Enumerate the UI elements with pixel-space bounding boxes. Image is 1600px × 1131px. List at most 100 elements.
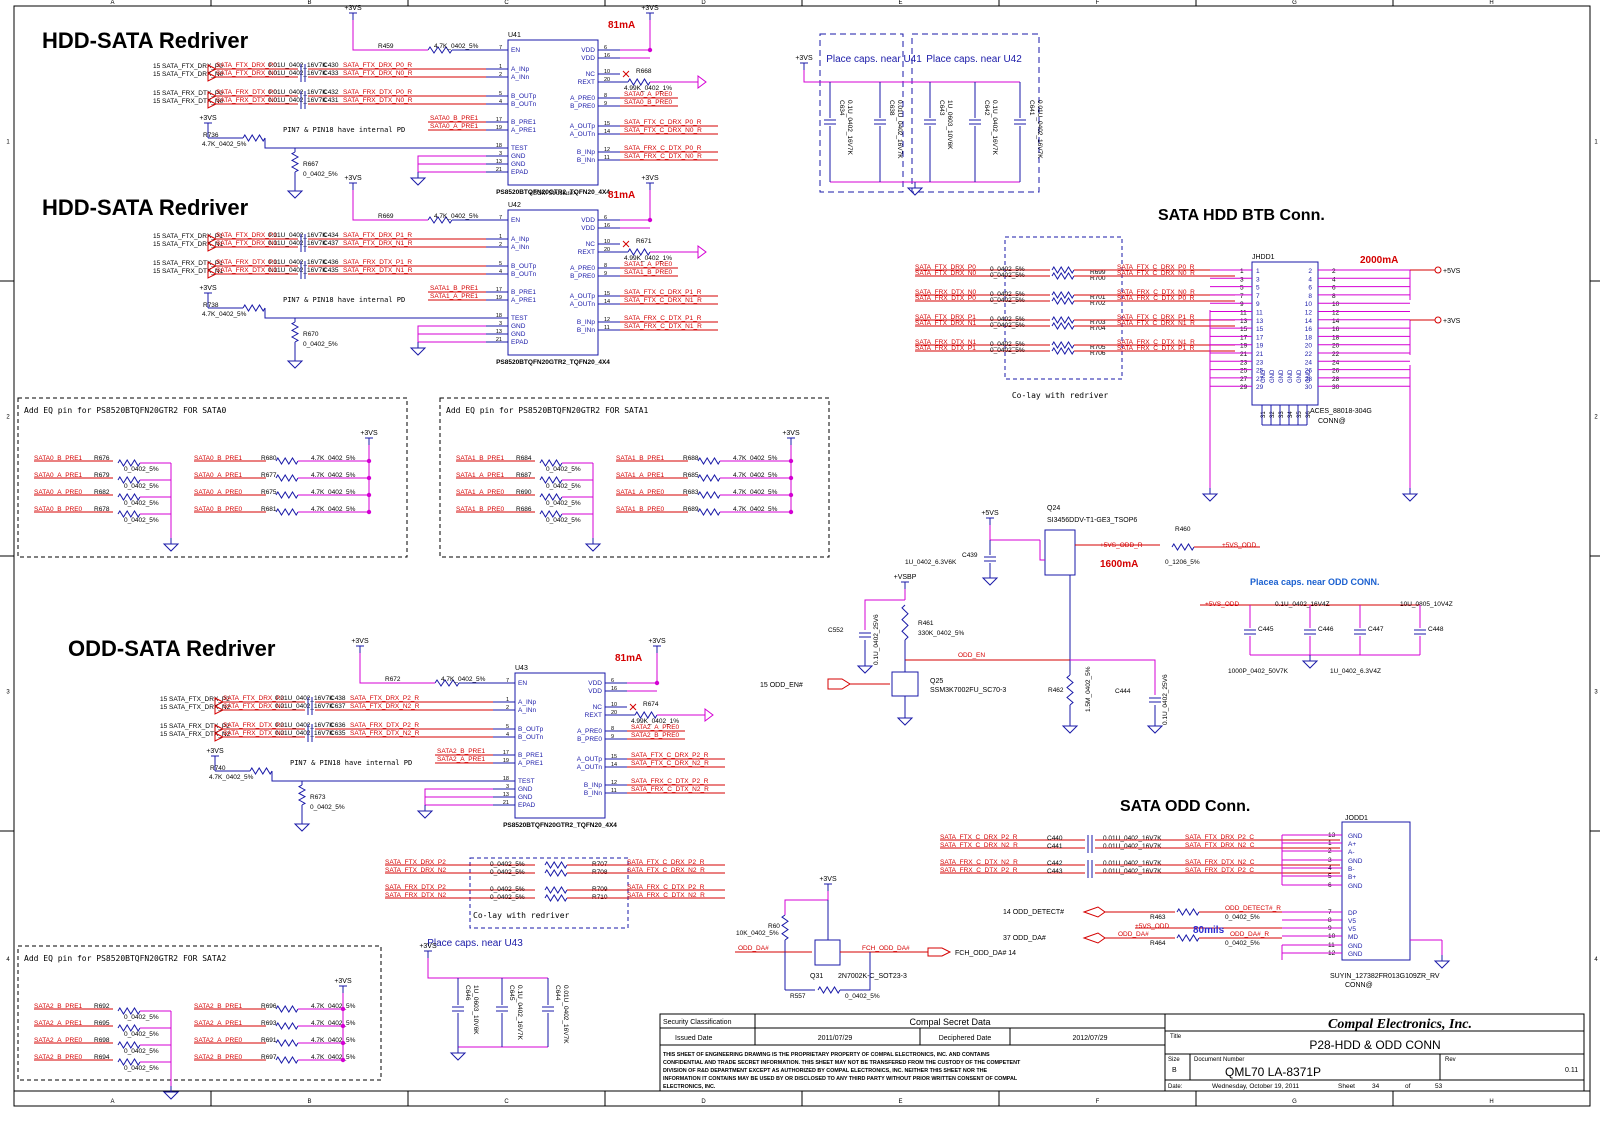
- net-label: SATA_FRX_DTX_P1: [915, 345, 976, 352]
- capacitor-ref: C641: [1028, 100, 1035, 116]
- net-label: SATA0_A_PRE1: [194, 472, 243, 479]
- connector-pin-inner: 14: [1305, 318, 1313, 325]
- capacitor-ref: C444: [1115, 688, 1131, 695]
- chip-pin-name: A_INp: [518, 699, 536, 706]
- connector-ref: JODD1: [1345, 815, 1368, 822]
- capacitor-ref: C646: [464, 985, 471, 1001]
- chip-pin-name: B_PRE1: [511, 119, 536, 126]
- net-label: SATA1_A_PRE0: [616, 489, 665, 496]
- connector-pin: 2: [1332, 268, 1336, 275]
- connector-pin: 35: [1297, 411, 1303, 418]
- nc-x: [629, 703, 637, 711]
- resistor-body: [781, 914, 789, 941]
- junction-dot: [788, 475, 794, 481]
- chip-pin-number: 4: [499, 269, 502, 275]
- border-col-label: A: [110, 0, 114, 6]
- input-net-label: 15 SATA_FTX_DRX_N2: [160, 704, 231, 711]
- resistor-ref: R704: [1090, 325, 1106, 332]
- resistor-body: [1066, 674, 1074, 706]
- net-label: SATA1_B_PRE0: [456, 506, 505, 513]
- net-label: SATA0_A_PRE0: [34, 489, 83, 496]
- bom-note: <BOM Structure>: [530, 191, 577, 197]
- power-label: +3VS: [782, 430, 800, 437]
- chip-pin-number: 14: [611, 762, 617, 768]
- capacitor-value: 0.01U_0402_16V7K: [275, 722, 334, 729]
- connector-pin-inner: 29: [1256, 384, 1264, 391]
- connector-pin: 19: [1240, 343, 1248, 350]
- ground-symbol: [981, 577, 999, 586]
- border-col-label: A: [110, 1099, 114, 1105]
- border-col-label: B: [307, 1099, 311, 1105]
- net-label: SATA2_B_PRE1: [34, 1003, 83, 1010]
- chip-pin-number: 6: [611, 678, 614, 684]
- resistor-value: 0_0402_5%: [124, 500, 159, 507]
- chip-pin-name: A_PRE1: [511, 297, 536, 304]
- net-label: ODD_DA#: [1118, 931, 1149, 938]
- connector-pin-inner: 13: [1256, 318, 1264, 325]
- resistor-body: [634, 711, 658, 719]
- resistor-ref: R671: [636, 238, 652, 245]
- section-title: HDD-SATA Redriver: [42, 28, 249, 53]
- chip-pin-number: 3: [499, 321, 502, 327]
- chip-pin-number: 1: [499, 234, 502, 240]
- chip-pin-number: 8: [604, 93, 607, 99]
- connector-pin-inner: 5: [1256, 285, 1260, 292]
- capacitor-ref: C436: [323, 259, 339, 266]
- resistor-value: 4.7K_0402_5%: [202, 141, 247, 148]
- capacitor-value: 0.01U_0402_16V7K: [1103, 843, 1162, 850]
- chip-pin-number: 8: [604, 263, 607, 269]
- net-label: SATA_FTX_DRX_N1_R: [343, 240, 413, 247]
- connector-pin: 18: [1332, 334, 1340, 341]
- ground-symbol: [896, 717, 914, 726]
- junction-dot: [366, 509, 372, 515]
- chip-pin-name: A_OUTp: [577, 756, 603, 763]
- chip-pin-number: 21: [503, 800, 509, 806]
- gnd-wire: [417, 325, 486, 342]
- capacitor-value: 0.01U_0402_16V7K: [1103, 835, 1162, 842]
- connector-pin-inner: 16: [1305, 326, 1313, 333]
- net-label: SATA_FRX_DTX_P2: [223, 722, 284, 729]
- resistor-body: [544, 886, 568, 894]
- resistor-body: [275, 1056, 299, 1064]
- tb-label: Rev: [1445, 1057, 1456, 1063]
- chip-pin-number: 1: [499, 64, 502, 70]
- net-label: SATA_FTX_DRX_P1: [216, 232, 277, 239]
- ground-symbol: [409, 347, 427, 356]
- power-port: [1434, 266, 1442, 274]
- capacitor-ref: C445: [1258, 626, 1274, 633]
- test-wire: [264, 138, 486, 149]
- net-label: SATA_FTX_C_DRX_P1_R: [624, 289, 702, 296]
- net-label: SATA_FRX_DTX_P2: [385, 884, 446, 891]
- resistor-value: 4.7K_0402_5%: [311, 1037, 356, 1044]
- placement-note: Place caps. near U42: [926, 54, 1022, 65]
- power-label: +3VS: [351, 638, 369, 645]
- resistor-body: [117, 1007, 141, 1015]
- resistor-ref: R679: [94, 472, 110, 479]
- chip-pin-number: 7: [506, 678, 509, 684]
- resistor-value: 4.7K_0402_5%: [733, 506, 778, 513]
- resistor-ref: R698: [94, 1037, 110, 1044]
- resistor-value: 4.7K_0402_5%: [434, 213, 479, 220]
- resistor-body: [427, 46, 453, 54]
- net-label: SATA_FTX_DRX_P2: [223, 695, 284, 702]
- resistor-value: 0_0402_5%: [990, 297, 1025, 304]
- connector-pin: 27: [1240, 376, 1248, 383]
- ground-symbol: [449, 1052, 467, 1061]
- wire: [864, 599, 905, 630]
- eq-note: Add EQ pin for PS8520BTQFN20GTR2 FOR SAT…: [24, 406, 226, 415]
- ground-symbol: [856, 665, 874, 674]
- connector-pin-inner: 30: [1305, 384, 1313, 391]
- resistor-ref: R706: [1090, 350, 1106, 357]
- input-arrow: [207, 242, 218, 252]
- chip-pin-name: VDD: [581, 217, 595, 224]
- resistor-body: [901, 604, 909, 641]
- resistor-ref: R677: [261, 472, 277, 479]
- connector-pin-inner: 4: [1308, 276, 1312, 283]
- input-arrow: [214, 724, 225, 734]
- note: PIN7 & PIN18 have internal PD: [283, 296, 405, 304]
- net-label: ODD_DA#: [738, 945, 769, 952]
- resistor-body: [434, 679, 460, 687]
- resistor-body: [117, 1024, 141, 1032]
- resistor-value: 0_0402_5%: [303, 171, 338, 178]
- power-label: +3VS: [819, 876, 837, 883]
